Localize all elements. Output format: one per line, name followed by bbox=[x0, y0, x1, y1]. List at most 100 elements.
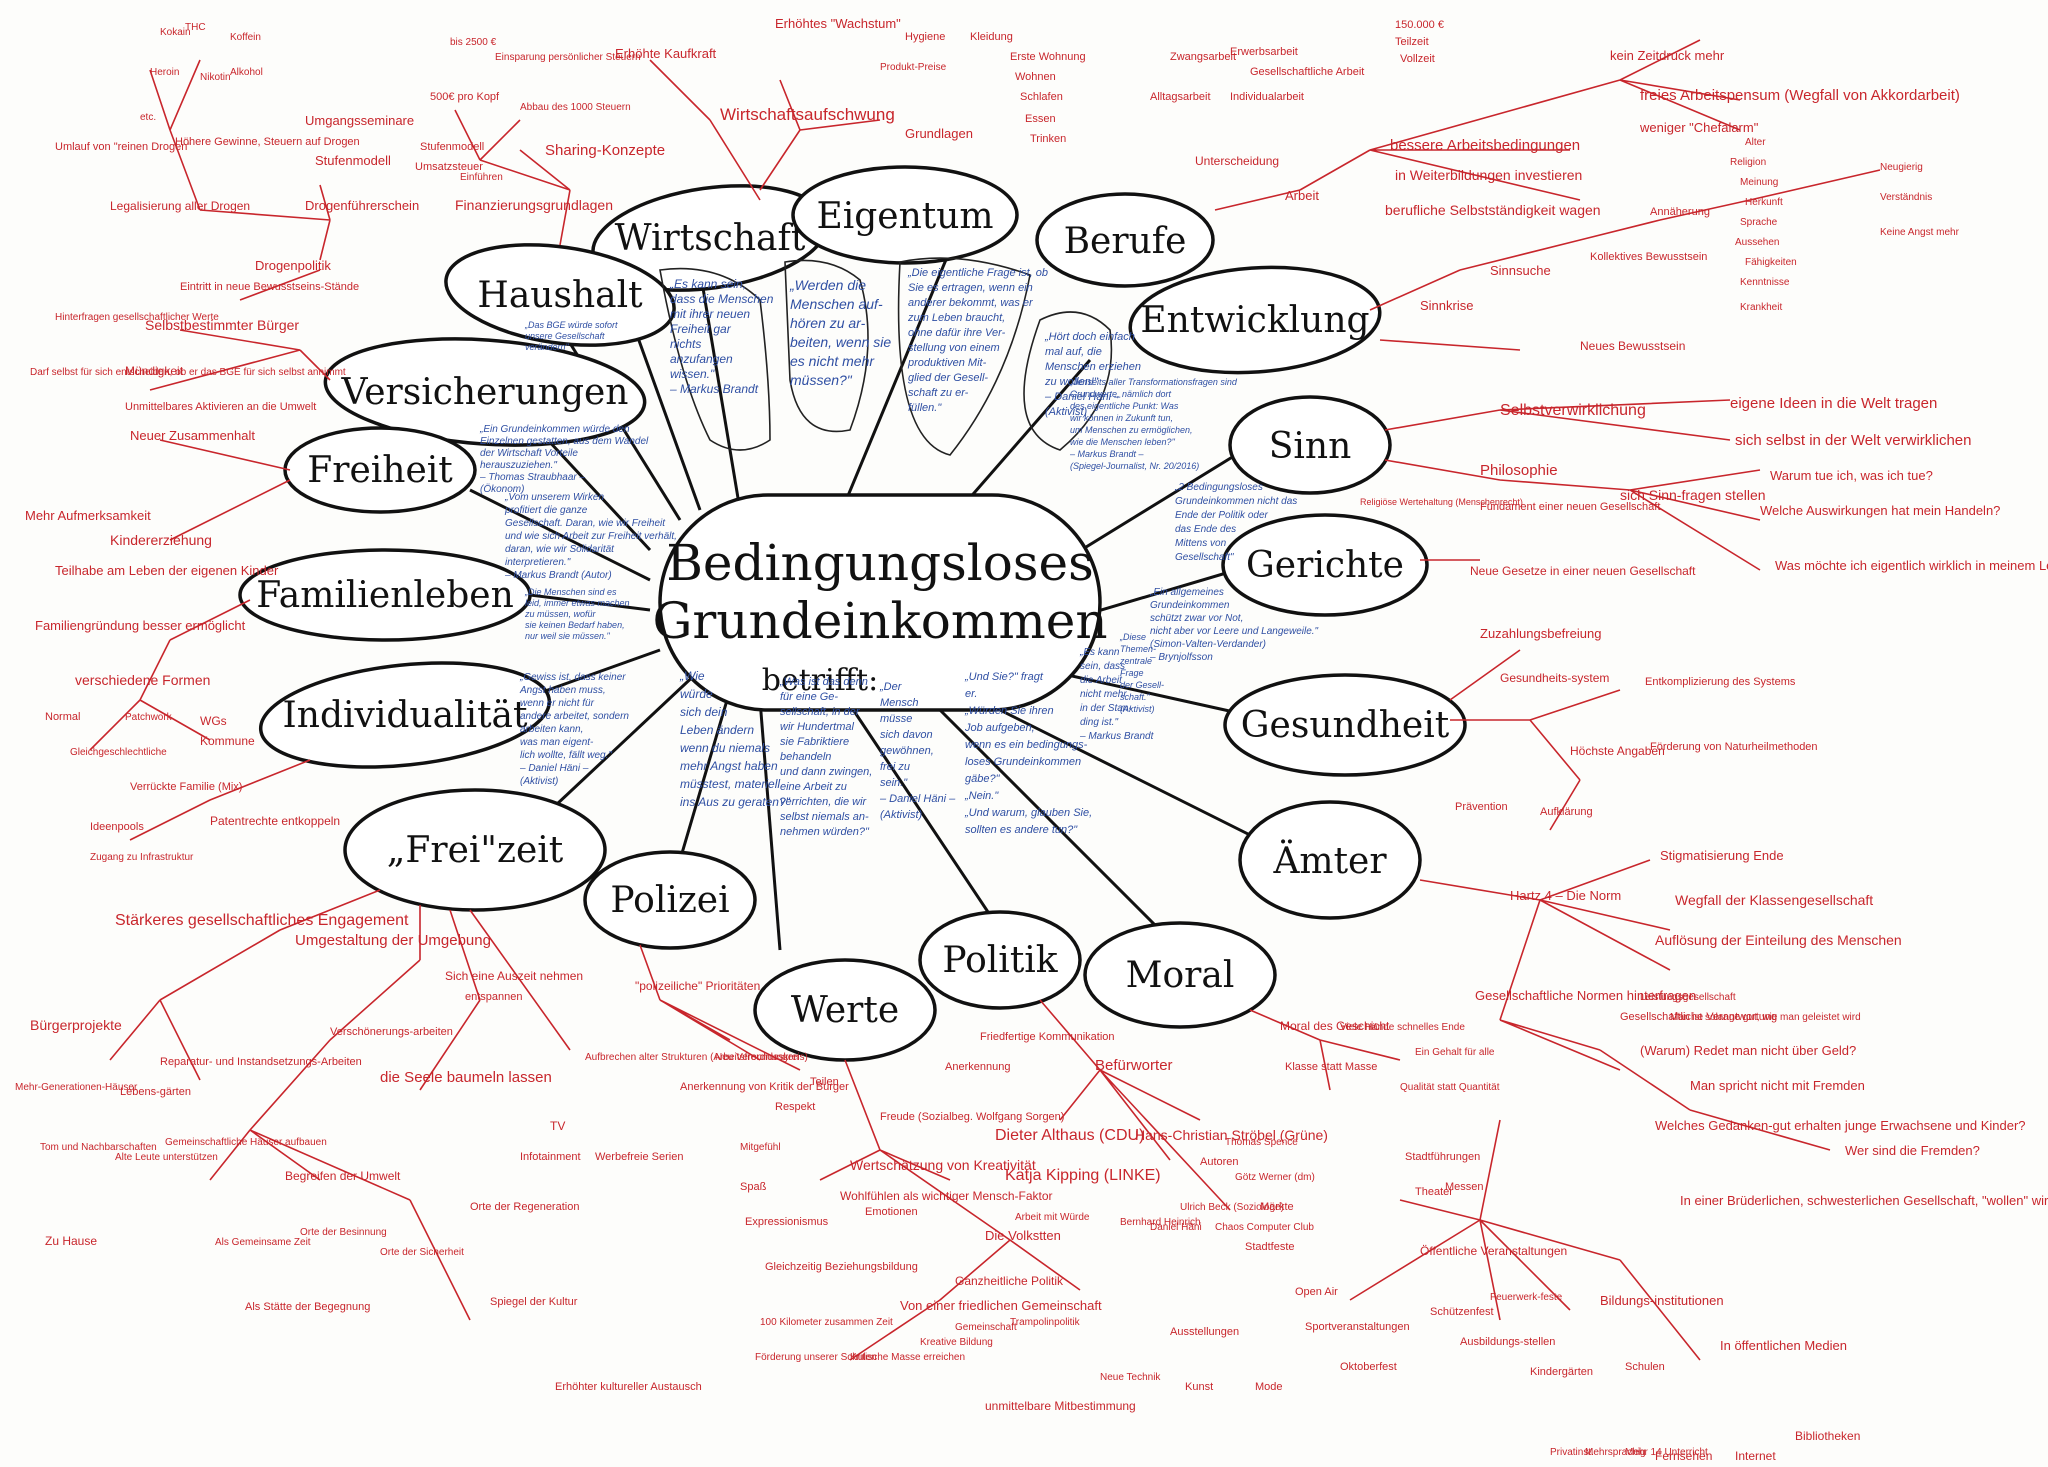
branch-gesundheit-label: Förderung von Naturheilmethoden bbox=[1650, 741, 1818, 753]
center-title-line1: Bedingungsloses bbox=[666, 534, 1094, 592]
branch-gesundheit-label: Zuzahlungsbefreiung bbox=[1480, 626, 1601, 641]
quote-line: er. bbox=[965, 688, 977, 700]
quote-line: sie Fabriktiere bbox=[780, 736, 849, 748]
branch-familienleben-label: Verrückte Familie (Mix) bbox=[130, 781, 242, 793]
quote-line: „Werden die bbox=[789, 277, 866, 293]
topic-label: Gesundheit bbox=[1241, 705, 1450, 746]
quote-line: füllen." bbox=[908, 402, 942, 414]
branch-versicherungen-label: Mündigkeit bbox=[125, 364, 184, 378]
quote-line: müssen?" bbox=[790, 372, 853, 388]
quote-line: – Markus Brandt bbox=[1079, 731, 1155, 742]
quote-line: – Thomas Straubhaar – bbox=[479, 472, 585, 483]
quote-line: zentrale bbox=[1119, 656, 1152, 666]
topic-werte: Werte bbox=[753, 958, 937, 1062]
quote-line: (Aktivist) bbox=[520, 776, 558, 787]
branch-berufe-label: Alltagsarbeit bbox=[1150, 91, 1211, 103]
quote-line: eine Arbeit zu bbox=[780, 781, 847, 793]
branch-wirtschaft-label: Erhöhtes "Wachstum" bbox=[775, 16, 901, 31]
topic-label: Moral bbox=[1126, 955, 1235, 996]
branch-haushalt-label: Stufenmodell bbox=[420, 141, 484, 153]
branch-aemter-label: Wegfall der Klassengesellschaft bbox=[1675, 892, 1873, 908]
branch-entwicklung-label: Religion bbox=[1730, 157, 1766, 168]
quote-line: gewöhnen, bbox=[880, 745, 934, 757]
quote-line: Menschen auf- bbox=[790, 296, 883, 312]
branch-freizeit-label: Als Gemeinsame Zeit bbox=[215, 1237, 311, 1248]
quote-line: (Aktivist) bbox=[880, 809, 923, 821]
topic-label: Politik bbox=[942, 940, 1058, 981]
branch-berufe-label: Zwangsarbeit bbox=[1170, 51, 1236, 63]
branch-berufe-label: Vollzeit bbox=[1400, 53, 1435, 65]
quote-line: Ende der Politik oder bbox=[1175, 510, 1269, 521]
branch-entwicklung-label: Verständnis bbox=[1880, 192, 1932, 203]
branch-oeffentlich-label: In öffentlichen Medien bbox=[1720, 1338, 1847, 1353]
quote-line: Mensch bbox=[880, 697, 919, 709]
branch-entwicklung-label: Kenntnisse bbox=[1740, 277, 1790, 288]
quote-line: die Arbeit bbox=[1080, 675, 1123, 686]
branch-polizei-label: "polizeiliche" Prioritäten bbox=[635, 979, 760, 993]
branch-aemter-label: Welches Gedanken-gut erhalten junge Erwa… bbox=[1655, 1118, 2026, 1133]
branch-entwicklung-label: Sprache bbox=[1740, 217, 1778, 228]
quote-line: und wie sich Arbeit zur Freiheit verhält… bbox=[505, 531, 677, 542]
branch-oeffentlich-label: Sportveranstaltungen bbox=[1305, 1321, 1410, 1333]
branch-polizei-label: Respekt bbox=[775, 1101, 815, 1113]
quote-line: anzufangen bbox=[670, 352, 733, 366]
branch-aemter-label: Wer sind die Fremden? bbox=[1845, 1143, 1980, 1158]
branch-gesundheit-label: Höchste Angaben bbox=[1570, 744, 1665, 758]
branch-berufe-label: berufliche Selbstständigkeit wagen bbox=[1385, 202, 1601, 218]
branch-oeffentlich-label: Theater bbox=[1415, 1186, 1453, 1198]
topic-politik: Politik bbox=[918, 910, 1082, 1010]
quote-line: wissen." bbox=[670, 367, 715, 381]
topic-label: Polizei bbox=[610, 880, 729, 921]
quote-line: zu wollen!" bbox=[1044, 376, 1099, 388]
branch-drogen-label: Drogenführerschein bbox=[305, 198, 419, 213]
topic-label: „Frei"zeit bbox=[387, 830, 564, 871]
branch-werte-label: Die Volkstten bbox=[985, 1228, 1061, 1243]
branch-entwicklung-label: Sinnkrise bbox=[1420, 298, 1473, 313]
branch-moral-label: Moral des Geschicht bbox=[1280, 1019, 1390, 1033]
branch-berufe-label: weniger "Chefalarm" bbox=[1639, 120, 1759, 135]
topic-entwicklung: Entwicklung bbox=[1128, 265, 1382, 375]
quote-line: (Aktivist) bbox=[1045, 406, 1088, 418]
branch-oeffentlich-label: Öffentliche Veranstaltungen bbox=[1420, 1244, 1567, 1258]
branch-entwicklung-label: Fähigkeiten bbox=[1745, 257, 1797, 268]
spoke-freiheit bbox=[469, 488, 651, 582]
spoke-werte bbox=[758, 699, 782, 951]
quote-line: sellschaft, in der bbox=[780, 706, 861, 718]
quote-line: mit ihrer neuen bbox=[670, 307, 750, 321]
quote-line: verrichten, die wir bbox=[780, 796, 868, 808]
center-title-line2: Grundeinkommen bbox=[652, 592, 1107, 650]
quote-line: hören zu ar- bbox=[790, 315, 866, 331]
quote-line: ins Aus zu geraten?" bbox=[680, 795, 791, 809]
quote-line: „Würden Sie ihren bbox=[964, 705, 1054, 717]
quote-line: Gesellschaft. Daran, wie wir Freiheit bbox=[505, 518, 666, 529]
topic-label: Berufe bbox=[1064, 221, 1187, 262]
branch-oeffentlich-label: Feuerwerk-feste bbox=[1490, 1292, 1563, 1303]
branch-aemter-label: Gesellschaftliche Verantwortung bbox=[1620, 1011, 1777, 1023]
branch-versicherungen-label: Unmittelbares Aktivieren an die Umwelt bbox=[125, 401, 316, 413]
quote-line: „Es kann sein, bbox=[669, 277, 746, 291]
branch-sinn-label: sich Sinn-fragen stellen bbox=[1620, 487, 1766, 503]
branch-entwicklung-label: Keine Angst mehr bbox=[1880, 227, 1960, 238]
branch-politik-label: Thomas Spence bbox=[1225, 1137, 1298, 1148]
branch-werte-label: Gleichzeitig Beziehungsbildung bbox=[765, 1261, 918, 1273]
quote-line: der Wirtschaft Vorteile bbox=[480, 448, 578, 459]
quote-line: Mittens von bbox=[1175, 538, 1227, 549]
quote-line: ohne dafür ihre Ver- bbox=[908, 327, 1006, 339]
branch-gesundheit-label: Aufklärung bbox=[1540, 806, 1593, 818]
branch-haushalt-label: Einführen bbox=[460, 172, 503, 183]
topic-label: Freiheit bbox=[307, 450, 453, 491]
topic-label: Familienleben bbox=[256, 575, 514, 616]
branch-freizeit-label: Infotainment bbox=[520, 1151, 581, 1163]
branch-werte-label: unmittelbare Mitbestimmung bbox=[985, 1399, 1136, 1413]
branch-wirtschaft-label: Trinken bbox=[1030, 133, 1066, 145]
topic-label: Haushalt bbox=[477, 275, 643, 316]
branch-werte-label: Expressionismus bbox=[745, 1216, 829, 1228]
branch-familienleben-label: Gleichgeschlechtliche bbox=[70, 747, 167, 758]
branch-oeffentlich-label: Kindergärten bbox=[1530, 1366, 1593, 1378]
branch-familienleben-label: Patchwork bbox=[125, 712, 173, 723]
branch-berufe-label: freies Arbeitspensum (Wegfall von Akkord… bbox=[1640, 87, 1960, 104]
